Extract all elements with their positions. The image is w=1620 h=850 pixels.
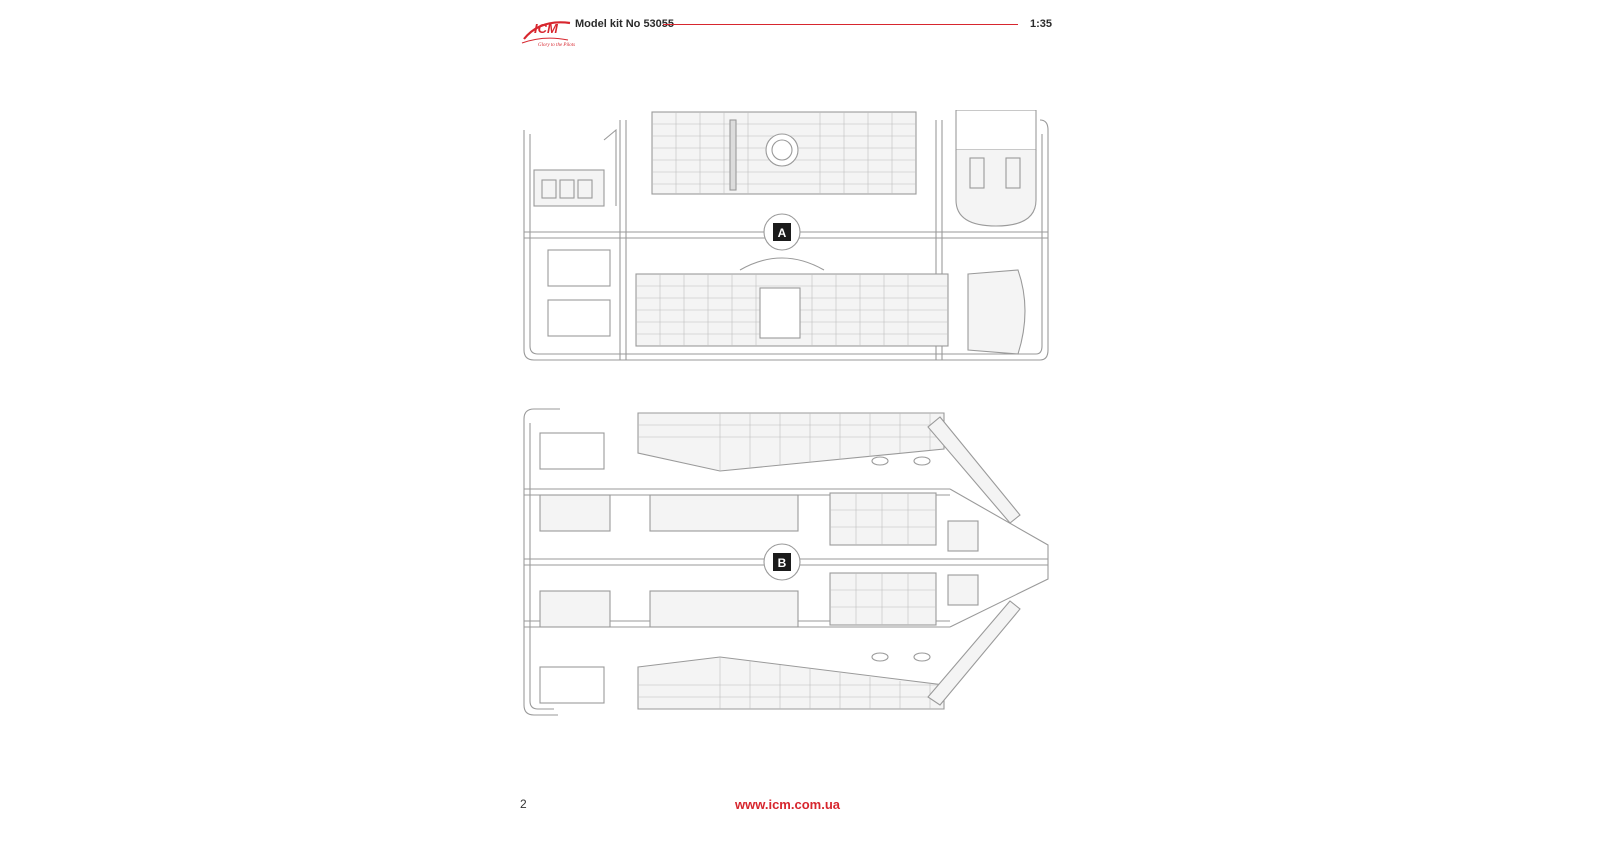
header-rule — [663, 24, 1018, 25]
icm-logo: ICM Glory to the Pilots — [521, 21, 575, 47]
website-link[interactable]: www.icm.com.ua — [735, 797, 840, 812]
sprue-b-diagram: B — [520, 405, 1050, 717]
sprue-a-diagram: A — [520, 110, 1050, 372]
page-number: 2 — [520, 797, 527, 811]
sprue-a-label: A — [778, 226, 787, 240]
svg-text:Glory to the Pilots: Glory to the Pilots — [538, 43, 575, 47]
svg-text:ICM: ICM — [534, 21, 559, 36]
scale-label: 1:35 — [1030, 18, 1053, 30]
kit-title: Model kit No 53055 — [575, 18, 675, 30]
sprue-b-label: B — [778, 556, 787, 570]
instruction-page: ICM Glory to the Pilots Model kit No 530… — [520, 0, 1080, 850]
page-header: ICM Glory to the Pilots Model kit No 530… — [520, 0, 1080, 50]
